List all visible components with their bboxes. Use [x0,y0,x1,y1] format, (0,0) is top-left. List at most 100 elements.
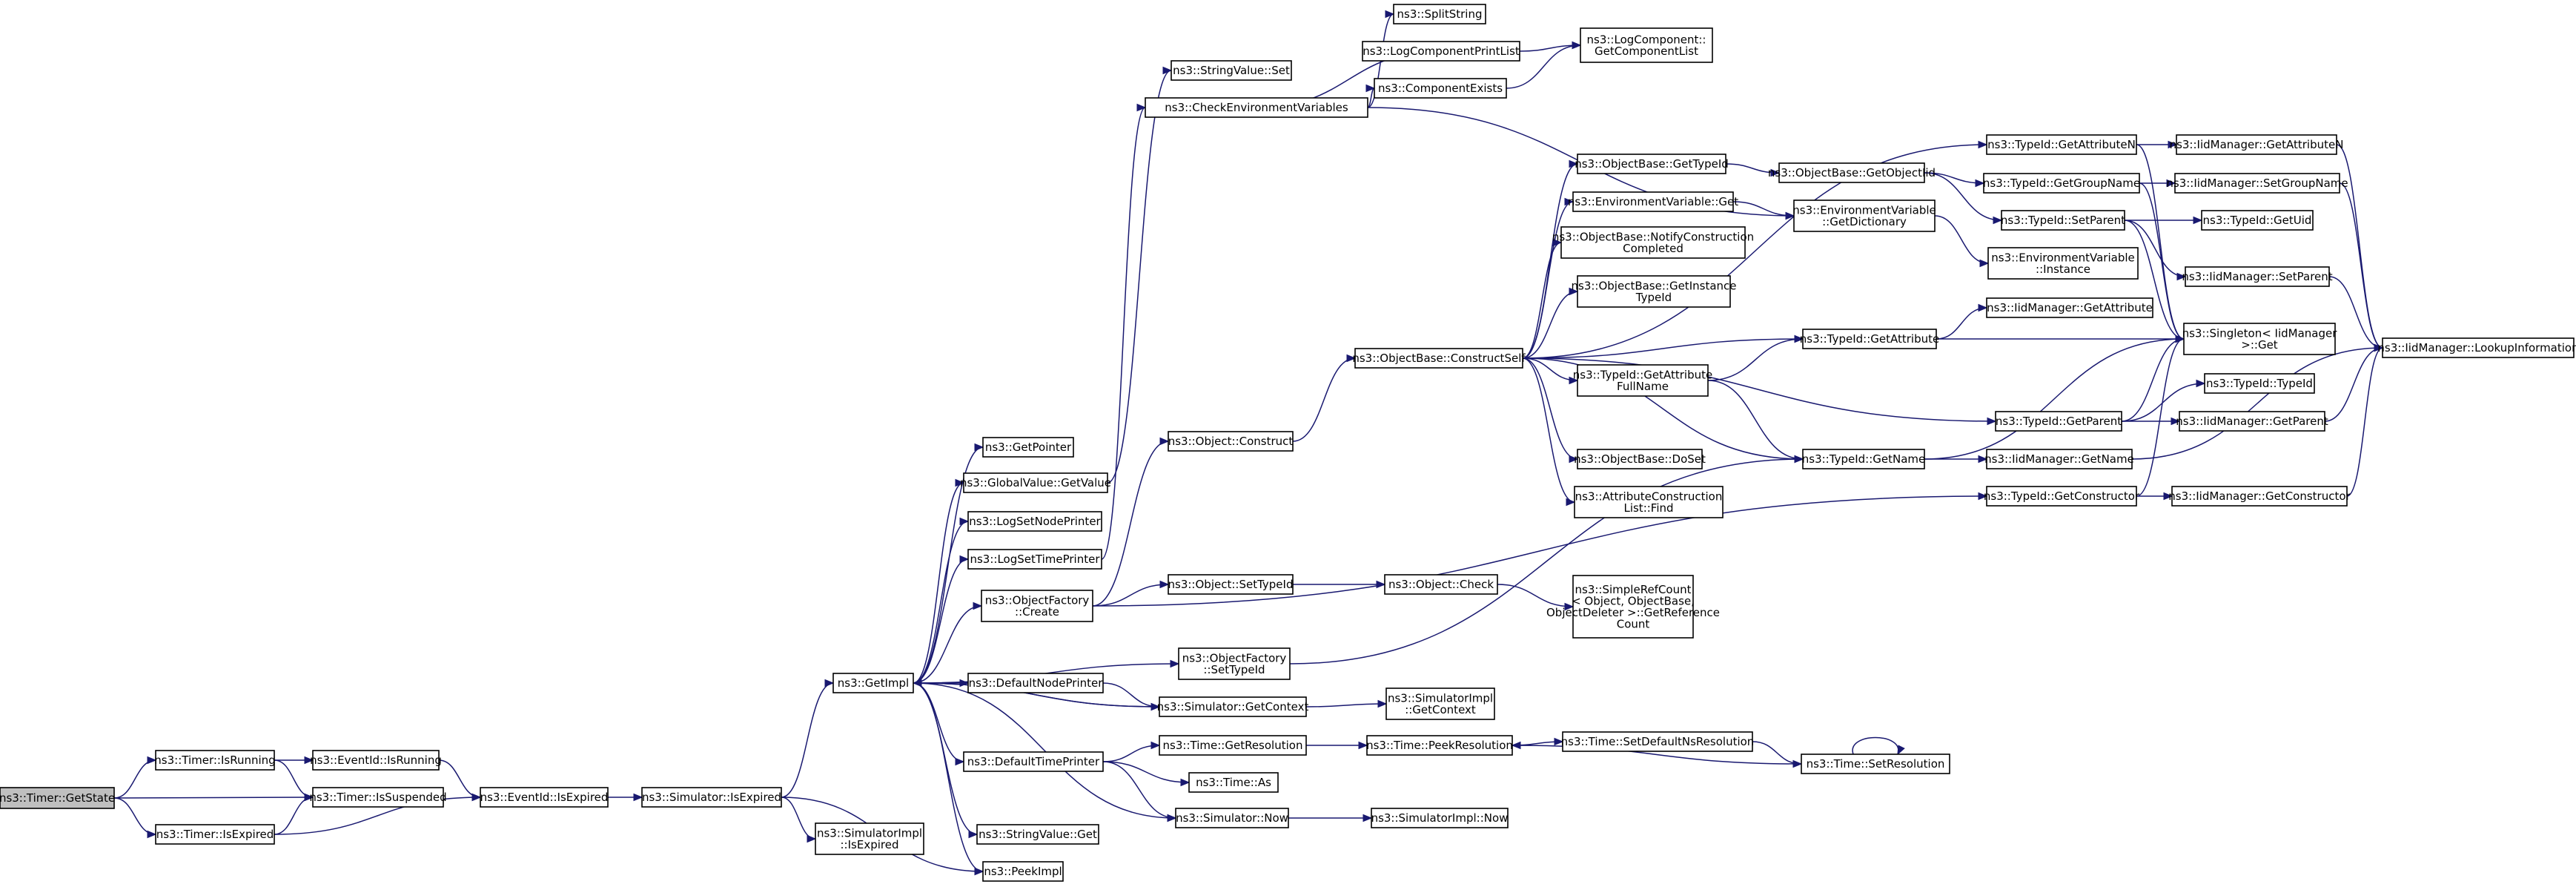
node-tid-getattribute[interactable]: ns3::TypeId::GetAttribute [1800,329,1939,349]
node-splitstring[interactable]: ns3::SplitString [1393,4,1486,24]
node-envvar-get[interactable]: ns3::EnvironmentVariable::Get [1568,191,1738,212]
node-ob-gettypeid[interactable]: ns3::ObjectBase::GetTypeId [1575,154,1729,174]
node-sim-isexpired[interactable]: ns3::Simulator::IsExpired [641,787,782,808]
node-tid-getconstructor[interactable]: ns3::TypeId::GetConstructor [1984,486,2140,507]
node-peekimpl[interactable]: ns3::PeekImpl [982,861,1064,882]
node-sim-getcontext[interactable]: ns3::Simulator::GetContext [1157,696,1309,717]
node-box [1159,735,1307,756]
node-tid-getname[interactable]: ns3::TypeId::GetName [1802,449,1925,469]
node-isrunning[interactable]: ns3::Timer::IsRunning [154,750,276,771]
edge-tid-getgroupname-to-iid-setgroupname [2139,179,2176,188]
node-box [155,824,275,845]
node-obj-construct[interactable]: ns3::Object::Construct [1168,431,1294,452]
node-label: ns3::Simulator::GetContext [1157,700,1309,713]
node-sim-now[interactable]: ns3::Simulator::Now [1175,808,1289,828]
edge-line [2139,182,2185,340]
node-issuspended[interactable]: ns3::Timer::IsSuspended [309,787,447,808]
node-ob-notify[interactable]: ns3::ObjectBase::NotifyConstructionCompl… [1552,226,1754,259]
node-label: >::Get [2241,338,2278,352]
arrowhead-icon [1170,659,1180,668]
node-box [2183,323,2336,355]
node-label: ns3::Object::SetTypeId [1168,578,1294,591]
node-time-setdefaultns[interactable]: ns3::Time::SetDefaultNsResolution [1561,731,1755,752]
node-tid-getparent[interactable]: ns3::TypeId::GetParent [1995,411,2122,432]
node-singleton-get[interactable]: ns3::Singleton< IidManager>::Get [2182,323,2338,355]
node-iid-getattribute[interactable]: ns3::IidManager::GetAttribute [1986,297,2153,318]
node-objfactory-create[interactable]: ns3::ObjectFactory::Create [981,590,1093,622]
node-logcomp-getlist[interactable]: ns3::LogComponent::GetComponentList [1580,27,1713,63]
node-box [2171,486,2348,507]
node-box [1145,97,1368,118]
node-ob-doset[interactable]: ns3::ObjectBase::DoSet [1574,449,1706,469]
node-componentexists[interactable]: ns3::ComponentExists [1374,78,1507,99]
node-simplerefcount[interactable]: ns3::SimpleRefCount< Object, ObjectBase,… [1546,575,1720,639]
node-stringvalue-set[interactable]: ns3::StringValue::Set [1171,60,1292,81]
node-box [2201,210,2314,231]
edge-time-setresolution-to-time-setresolution [1852,736,1905,756]
node-ob-getobjectiid[interactable]: ns3::ObjectBase::GetObjectIid [1768,162,1936,183]
node-time-as[interactable]: ns3::Time::As [1188,772,1279,793]
node-time-peekresolution[interactable]: ns3::Time::PeekResolution [1366,735,1513,756]
node-iid-lookupinfo[interactable]: ns3::IidManager::LookupInformation [2377,337,2576,358]
node-logsetnodeprinter[interactable]: ns3::LogSetNodePrinter [967,511,1102,532]
node-simimpl-now[interactable]: ns3::SimulatorImpl::Now [1371,808,1509,828]
node-defaulttimeprinter[interactable]: ns3::DefaultTimePrinter [963,751,1104,772]
node-getpointer[interactable]: ns3::GetPointer [982,437,1074,458]
arrowhead-icon [147,756,157,765]
node-logcompprintlist[interactable]: ns3::LogComponentPrintList [1362,41,1520,62]
node-label: < Object, ObjectBase, [1572,594,1695,607]
node-ev-isexpired[interactable]: ns3::EventId::IsExpired [480,787,609,808]
node-box [1802,449,1925,469]
edge-line [1707,380,1804,460]
node-getstate[interactable]: ns3::Timer::GetState [0,787,115,809]
edge-iid-getattributen-to-iid-lookupinfo [2336,144,2384,352]
edge-line [1506,44,1581,89]
node-ev-isrunning[interactable]: ns3::EventId::IsRunning [310,750,442,771]
node-iid-getconstructor[interactable]: ns3::IidManager::GetConstructor [2168,486,2351,507]
node-tid-getgroupname[interactable]: ns3::TypeId::GetGroupName [1983,173,2140,194]
node-box [312,787,444,808]
node-isexpired[interactable]: ns3::Timer::IsExpired [155,824,275,845]
node-iid-getattributen[interactable]: ns3::IidManager::GetAttributeN [2170,134,2344,155]
edge-line [1924,338,2185,460]
node-box [1188,772,1279,793]
node-tid-getattributen[interactable]: ns3::TypeId::GetAttributeN [1986,134,2137,155]
node-logsettimeprinter[interactable]: ns3::LogSetTimePrinter [967,549,1102,570]
node-time-setresolution[interactable]: ns3::Time::SetResolution [1801,754,1950,774]
node-objfactory-settypeid[interactable]: ns3::ObjectFactory::SetTypeId [1178,647,1291,680]
arrowhead-icon [1987,417,1997,426]
edge-line [913,482,964,684]
node-getimpl[interactable]: ns3::GetImpl [832,673,914,693]
node-simimpl-getcontext[interactable]: ns3::SimulatorImpl::GetContext [1385,687,1495,720]
edge-logsettimeprinter-to-checkenv [1101,103,1147,560]
edge-line [1852,736,1899,755]
arrowhead-icon [974,443,984,452]
node-time-getresolution[interactable]: ns3::Time::GetResolution [1159,735,1307,756]
arrowhead-icon [1180,778,1191,787]
node-obj-check[interactable]: ns3::Object::Check [1384,574,1498,595]
node-label: ns3::Time::As [1196,776,1271,789]
node-defaultnodeprinter[interactable]: ns3::DefaultNodePrinter [967,673,1104,693]
node-iid-getparent[interactable]: ns3::IidManager::GetParent [2176,411,2328,432]
node-box [155,750,275,771]
node-envvar-getdict[interactable]: ns3::EnvironmentVariable::GetDictionary [1792,200,1936,232]
node-simimpl-isexpired[interactable]: ns3::SimulatorImpl::IsExpired [815,822,924,855]
node-envvar-instance[interactable]: ns3::EnvironmentVariable::Instance [1987,247,2139,280]
node-iid-setgroupname[interactable]: ns3::IidManager::SetGroupName [2166,173,2348,194]
node-tid-getuid[interactable]: ns3::TypeId::GetUid [2201,210,2314,231]
node-ob-constructself[interactable]: ns3::ObjectBase::ConstructSelf [1352,348,1526,369]
node-tid-setparent[interactable]: ns3::TypeId::SetParent [2001,210,2125,231]
node-iid-setparent[interactable]: ns3::IidManager::SetParent [2182,266,2333,287]
node-label: FullName [1617,380,1669,393]
node-gv-getvalue[interactable]: ns3::GlobalValue::GetValue [960,472,1111,493]
node-checkenv[interactable]: ns3::CheckEnvironmentVariables [1145,97,1368,118]
arrowhead-icon [1150,741,1161,750]
node-stringvalue-get[interactable]: ns3::StringValue::Get [976,824,1099,845]
node-iid-getname[interactable]: ns3::IidManager::GetName [1984,449,2134,469]
node-obj-settypeid[interactable]: ns3::Object::SetTypeId [1168,574,1294,595]
node-box [1778,162,1925,183]
node-tid-typeid[interactable]: ns3::TypeId::TypeId [2204,373,2315,394]
